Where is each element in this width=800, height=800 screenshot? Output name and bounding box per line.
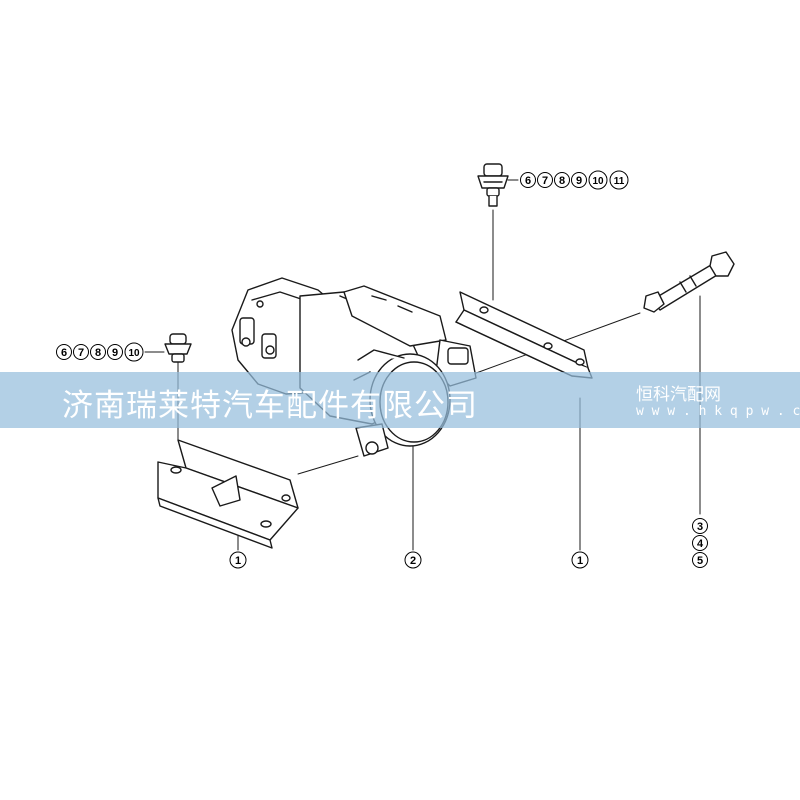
compressor-icon bbox=[231, 277, 477, 457]
callout-left-6: 6 bbox=[56, 344, 72, 360]
callout-left-7: 7 bbox=[73, 344, 89, 360]
callout-group-left-nut: 6 7 8 9 10 bbox=[56, 342, 144, 362]
callout-upper-11: 11 bbox=[609, 170, 629, 190]
callout-bolt-5: 5 bbox=[692, 552, 708, 568]
nut-left-icon bbox=[164, 333, 192, 363]
svg-text:8: 8 bbox=[95, 347, 101, 359]
callout-upper-10: 10 bbox=[588, 170, 608, 190]
svg-text:8: 8 bbox=[559, 175, 565, 187]
svg-text:7: 7 bbox=[542, 175, 548, 187]
callout-left-10: 10 bbox=[124, 342, 144, 362]
callout-upper-8: 8 bbox=[554, 172, 570, 188]
svg-text:9: 9 bbox=[112, 347, 118, 359]
callout-bolt-3: 3 bbox=[692, 518, 708, 534]
callout-group-bolt: 3 4 5 bbox=[692, 518, 708, 568]
callout-upper-9: 9 bbox=[571, 172, 587, 188]
callout-bracket-left: 1 bbox=[229, 551, 247, 569]
callout-upper-7: 7 bbox=[537, 172, 553, 188]
svg-text:6: 6 bbox=[61, 347, 67, 359]
svg-text:6: 6 bbox=[525, 175, 531, 187]
svg-text:11: 11 bbox=[614, 176, 625, 187]
svg-text:1: 1 bbox=[577, 555, 583, 567]
bolt-icon bbox=[643, 251, 735, 313]
callout-bracket-right: 1 bbox=[571, 551, 589, 569]
watermark-banner bbox=[0, 372, 800, 428]
bracket-left-icon bbox=[157, 439, 299, 549]
svg-text:3: 3 bbox=[697, 521, 703, 533]
svg-text:7: 7 bbox=[78, 347, 84, 359]
svg-text:10: 10 bbox=[128, 348, 140, 359]
svg-text:2: 2 bbox=[410, 555, 416, 567]
callout-group-upper-nut: 6 7 8 9 10 11 bbox=[520, 170, 629, 190]
svg-text:4: 4 bbox=[697, 538, 704, 550]
watermark-site-name: 恒科汽配网 bbox=[636, 385, 721, 405]
nut-upper-icon bbox=[477, 163, 509, 207]
svg-text:5: 5 bbox=[697, 555, 703, 567]
svg-text:1: 1 bbox=[235, 555, 241, 567]
watermark-company-name: 济南瑞莱特汽车配件有限公司 bbox=[62, 388, 478, 424]
watermark-site-url: w w w . h k q p w . c n bbox=[636, 404, 800, 419]
callout-left-8: 8 bbox=[90, 344, 106, 360]
svg-text:9: 9 bbox=[576, 175, 582, 187]
svg-text:10: 10 bbox=[592, 176, 604, 187]
bracket-right-icon bbox=[455, 291, 593, 379]
callout-upper-6: 6 bbox=[520, 172, 536, 188]
callout-bolt-4: 4 bbox=[692, 535, 708, 551]
callout-compressor: 2 bbox=[404, 551, 422, 569]
callout-left-9: 9 bbox=[107, 344, 123, 360]
